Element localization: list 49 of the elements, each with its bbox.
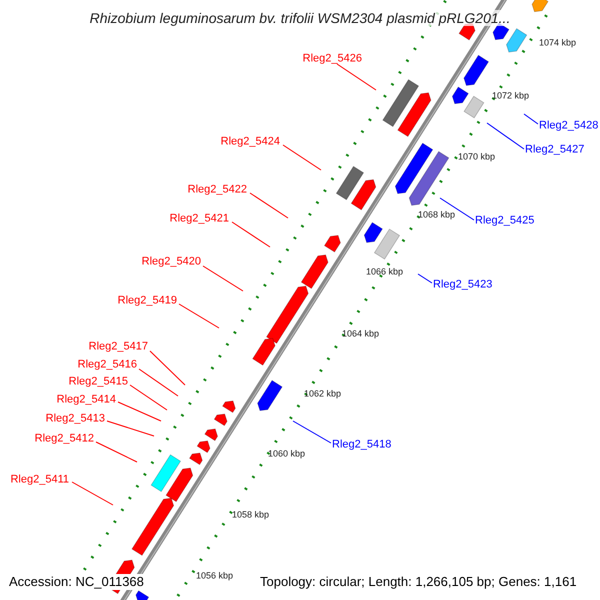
gene-label: Rleg2_5426 <box>302 52 362 66</box>
gene-label: Rleg2_5427 <box>525 144 584 156</box>
scale-label: 1068 kbp <box>418 210 456 220</box>
gene-label: Rleg2_5416 <box>78 358 137 372</box>
leader-line <box>106 420 154 436</box>
leader-line <box>232 222 270 248</box>
scale-label: 1062 kbp <box>304 388 342 400</box>
leader-line <box>440 198 474 220</box>
leader-line <box>178 304 220 328</box>
gene-label: Rleg2_5421 <box>170 212 229 226</box>
leader-line <box>96 442 138 462</box>
leader-line <box>72 482 114 506</box>
gene-label: Rleg2_5412 <box>34 432 94 446</box>
gene-label: Rleg2_5424 <box>220 136 280 148</box>
gene-label: Rleg2_5411 <box>10 474 69 486</box>
scale-label: 1060 kbp <box>268 448 306 460</box>
leader-line <box>150 350 186 386</box>
gene-label: Rleg2_5428 <box>539 120 598 132</box>
leader-line <box>418 274 432 284</box>
gene-label: Rleg2_5417 <box>88 340 148 354</box>
scale-label: 1074 kbp <box>539 38 576 48</box>
leader-line <box>118 402 162 422</box>
scale-label: 1058 kbp <box>232 510 270 520</box>
title: Rhizobium leguminosarum bv. trifolii WSM2304 plasmid pRLG201... <box>90 10 510 26</box>
scale-label: 1064 kbp <box>342 328 380 340</box>
scale-label: 1070 kbp <box>458 152 496 162</box>
leader-line <box>524 114 538 124</box>
gene-label: Rleg2_5425 <box>475 214 534 228</box>
gene-label: Rleg2_5422 <box>188 184 247 196</box>
leader-line <box>202 266 244 292</box>
gene-label: Rleg2_5419 <box>118 294 177 308</box>
leader-line <box>250 192 288 218</box>
gene-label: Rleg2_5413 <box>46 412 105 426</box>
gene-label: Rleg2_5423 <box>433 278 492 292</box>
leader-line <box>336 64 376 90</box>
scale-label: 1072 kbp <box>492 90 530 102</box>
leader-line <box>138 368 178 396</box>
footer-text: Topology: circular; Length: 1,266,105 bp; Genes: 1,161 <box>260 574 577 590</box>
gene-label: Rleg2_5415 <box>68 376 128 388</box>
gene-label: Rleg2_5420 <box>142 256 201 268</box>
leader-line <box>292 420 332 444</box>
leader-line <box>130 384 168 410</box>
gene-label: Rleg2_5414 <box>56 394 116 406</box>
footer-text: Accession: NC_011368 <box>9 574 144 590</box>
gene-label: Rleg2_5418 <box>332 438 392 452</box>
scale-label: 1056 kbp <box>196 570 234 582</box>
leader-line <box>486 122 524 150</box>
leader-line <box>282 144 322 170</box>
scale-label: 1066 kbp <box>366 266 404 278</box>
